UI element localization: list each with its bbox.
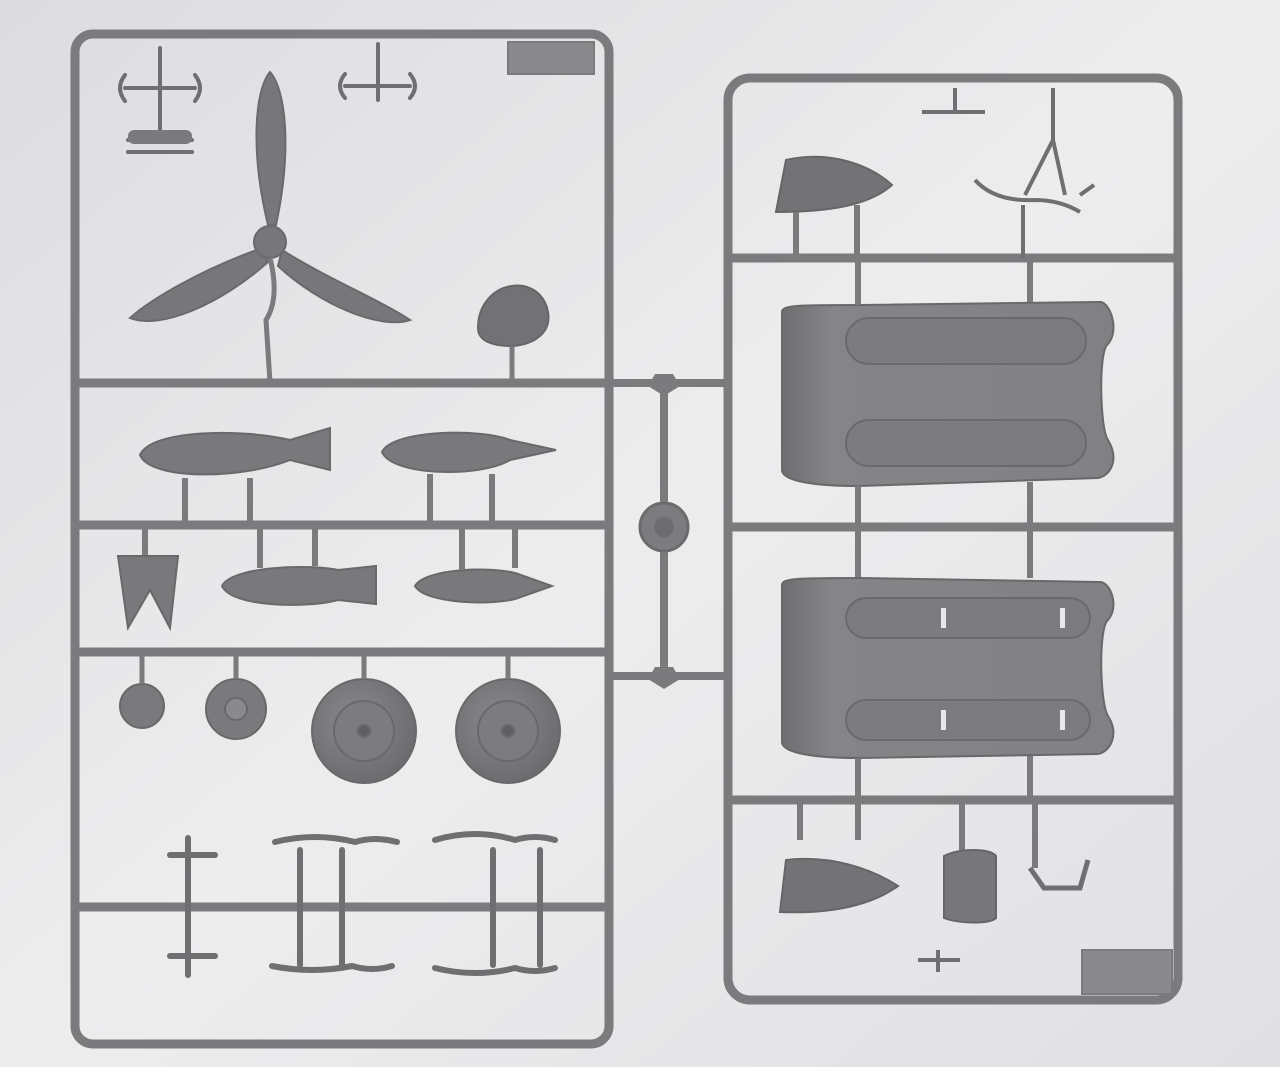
strut-part — [1027, 859, 1091, 891]
right-sprue — [723, 73, 1183, 1005]
sprue-tab — [507, 41, 595, 75]
propeller — [128, 70, 413, 324]
nose-cone-lower — [778, 857, 900, 914]
spinner-dome — [476, 284, 550, 348]
cylinder-part — [943, 849, 997, 924]
exhaust-stacks — [167, 831, 558, 978]
bombs — [138, 426, 557, 606]
wheels — [119, 678, 561, 784]
sprue-node — [648, 374, 680, 396]
sprue-tab — [1081, 949, 1173, 995]
nose-cone-upper — [774, 155, 894, 214]
landing-gear-strut — [922, 88, 1096, 258]
bomb-fins — [116, 555, 180, 632]
sprue-node — [648, 667, 680, 689]
